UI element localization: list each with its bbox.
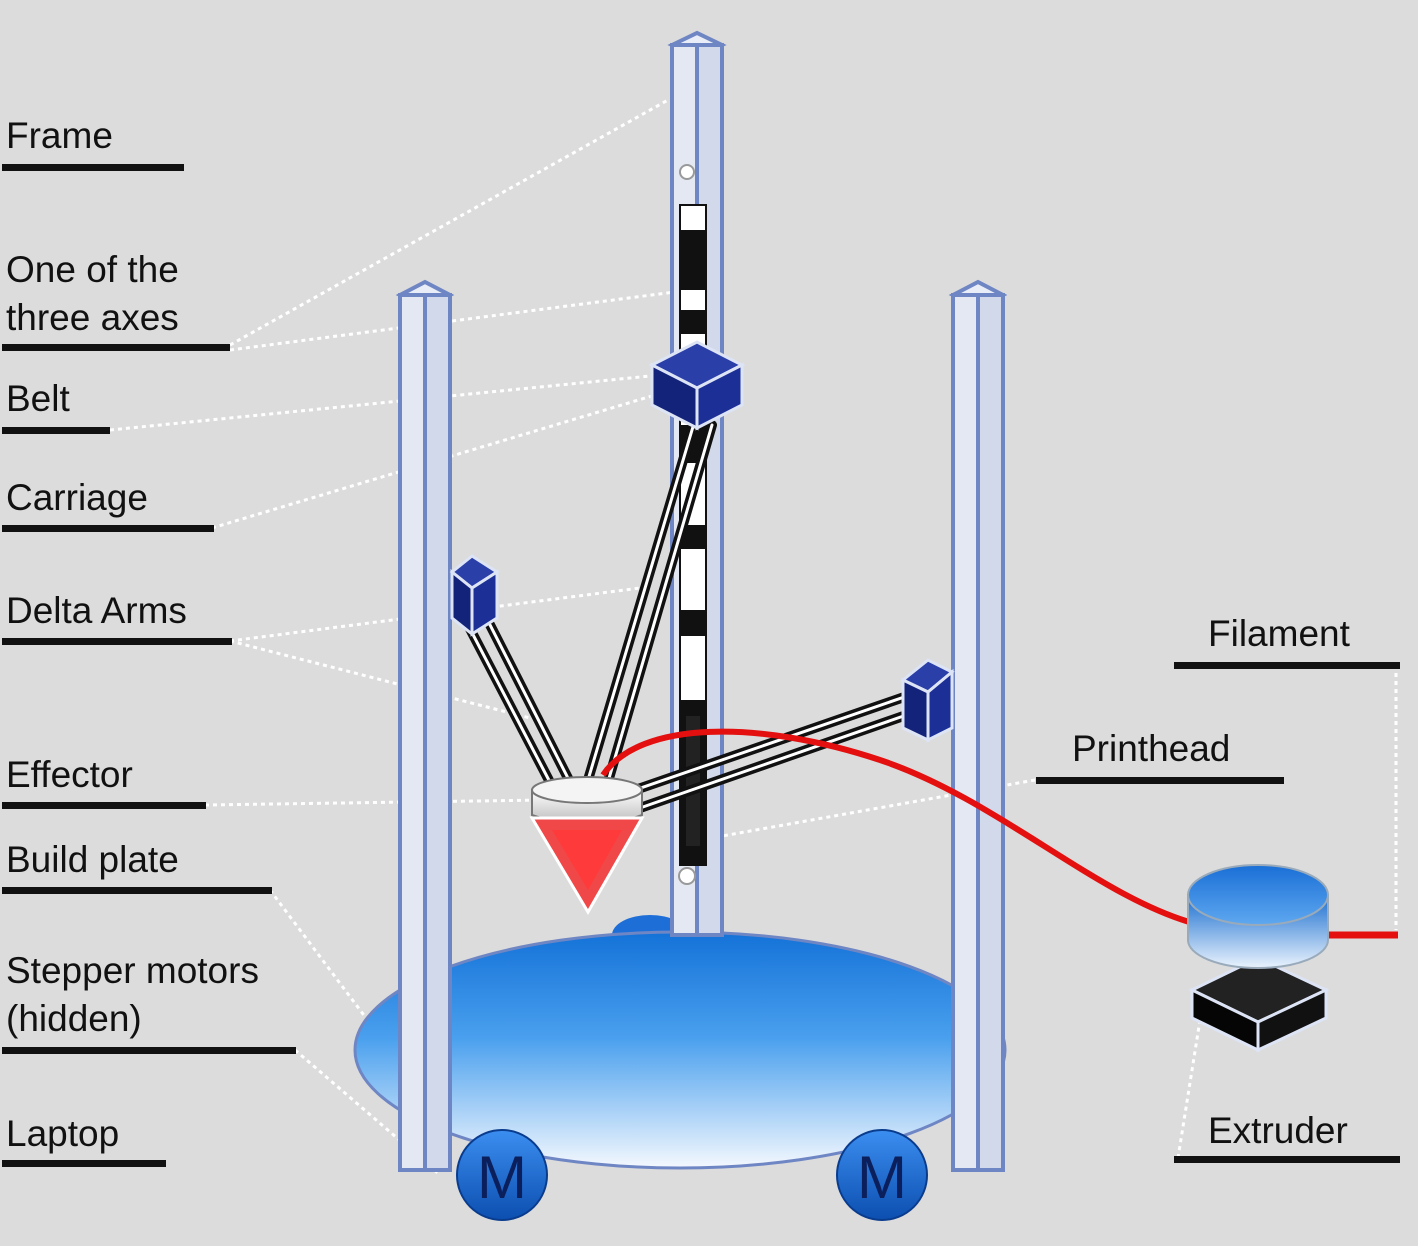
label-printhead: Printhead: [1072, 728, 1231, 769]
belt: [678, 164, 707, 885]
motor-letter-left: M: [477, 1144, 527, 1211]
underline-stepper: [2, 1047, 296, 1054]
motor-letter-right: M: [857, 1144, 907, 1211]
leader-belt: [109, 373, 661, 432]
delta-arms: [463, 415, 920, 813]
underline-build-plate: [2, 887, 272, 894]
leader-delta-arms-a: [229, 586, 641, 643]
underline-belt: [2, 427, 110, 434]
leader-build-plate: [268, 889, 377, 1031]
underline-carriage: [2, 525, 214, 532]
effector: [529, 776, 645, 915]
underline-printhead: [1036, 777, 1284, 784]
leader-extruder: [1176, 1019, 1202, 1159]
carriage-back: [648, 340, 746, 431]
underline-laptop: [2, 1160, 166, 1167]
underline-filament: [1174, 662, 1400, 669]
label-stepper-line2: (hidden): [6, 998, 142, 1039]
frame-column-right: [948, 279, 1008, 1172]
label-axis-line2: three axes: [6, 297, 179, 338]
build-plate: [353, 930, 1007, 1170]
leader-delta-arms-b: [229, 639, 531, 720]
underline-extruder: [1174, 1156, 1400, 1163]
leader-carriage: [211, 393, 656, 530]
label-build-plate: Build plate: [6, 839, 179, 880]
label-carriage: Carriage: [6, 477, 148, 518]
leader-frame: [229, 98, 669, 347]
label-axis-line1: One of the: [6, 249, 179, 290]
leader-effector: [204, 798, 546, 807]
label-stepper-line1: Stepper motors: [6, 950, 259, 991]
label-belt: Belt: [6, 378, 70, 419]
underline-frame: [2, 164, 184, 171]
label-delta-arms: Delta Arms: [6, 590, 187, 631]
extruder: [1187, 864, 1330, 1053]
underline-delta-arms: [2, 638, 232, 645]
carriage-left: [449, 554, 500, 638]
label-extruder: Extruder: [1208, 1110, 1348, 1151]
filament: [600, 728, 1233, 935]
stepper-motor-left: M: [456, 1129, 548, 1221]
label-filament: Filament: [1208, 613, 1350, 654]
label-effector: Effector: [6, 754, 133, 795]
carriage-right: [900, 658, 955, 743]
stepper-motor-right: M: [836, 1129, 928, 1221]
leader-axis: [229, 288, 691, 352]
underline-effector: [2, 802, 206, 809]
label-frame: Frame: [6, 115, 113, 156]
label-laptop: Laptop: [6, 1113, 120, 1154]
frame-column-left: [395, 279, 455, 1172]
underline-axis: [2, 344, 230, 351]
